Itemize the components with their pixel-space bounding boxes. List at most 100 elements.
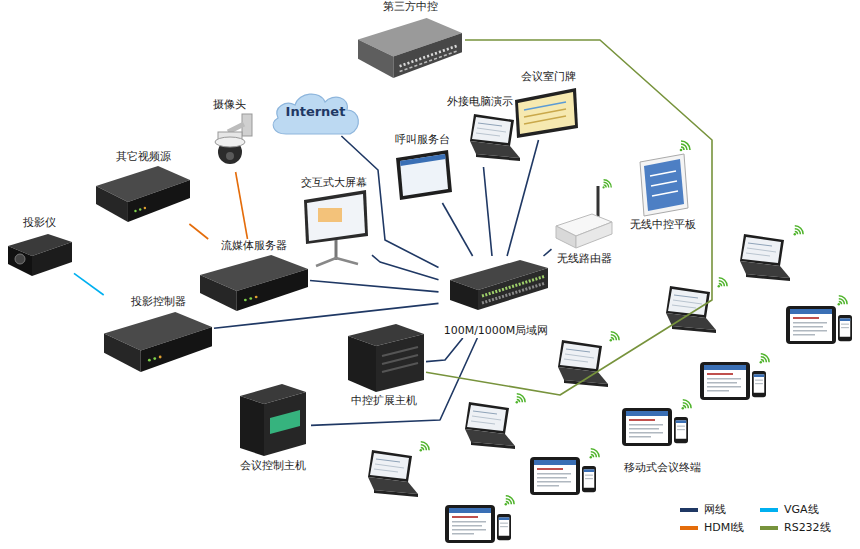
laptop-device [666,286,716,333]
tablet-device [622,408,672,446]
cable-line [341,136,438,268]
wifi-symbol [794,226,804,236]
screen-line [524,102,566,110]
cable-line [442,203,472,256]
device-label: 投影仪 [21,216,58,230]
device-node: 呼叫服务台 [390,133,455,203]
legend-swatch [680,526,698,530]
projector-controller-device [104,312,212,372]
cable-line [310,281,439,292]
host-vent [382,347,418,356]
host-vent [382,355,418,364]
legend: 网线VGA线HDMI线RS232线 [680,503,850,535]
router-side [576,222,612,248]
monitor-frame [515,88,578,138]
switch-ports [482,284,544,304]
device-label: 会议室门牌 [519,70,578,84]
board-frame [304,190,368,244]
device-node: 第三方中控 [355,0,465,80]
device-label: 交互式大屏幕 [299,176,369,190]
device-node: 移动式会议终端 [612,403,712,475]
cable-line [507,140,538,256]
device-label: 呼叫服务台 [393,133,452,147]
phone-device [838,315,852,341]
video-source-device [96,166,190,222]
screen-header [400,154,446,166]
wifi-symbol [602,180,611,189]
wifi-symbol [680,141,690,151]
interactive-board [304,190,368,266]
screen-line [524,116,566,124]
host-front [348,336,376,392]
device-label: 100M/1000M局域网 [442,324,551,338]
device-node: 摄像头 [198,98,260,172]
cable-line [74,273,104,295]
legend-item: HDMI线 [680,521,760,535]
legend-text: 网线 [704,503,726,517]
door-sign-monitor [515,88,578,138]
cable-line [311,338,477,425]
device-node: 无线路由器 [552,176,617,266]
phone-device [752,371,766,397]
conference-host [240,384,306,456]
device-node: 外接电脑演示 [438,95,522,167]
cloud-outline [273,94,358,134]
tablet-frame [640,154,688,216]
legend-text: VGA线 [784,503,819,517]
tablet-device [445,505,495,543]
wifi-symbol [760,354,770,364]
host-side [264,392,306,456]
projector-device [8,234,72,276]
camera-device [215,114,252,164]
device-label: Internet [284,105,348,119]
legend-swatch [760,508,778,512]
cable-line [544,249,552,256]
tablet-device [786,306,836,344]
board-content [318,208,342,222]
switch-side [450,280,478,310]
device-node: 投影仪 [4,216,74,280]
legend-swatch [760,526,778,530]
device-node: 中控扩展主机 [342,322,426,408]
router-antenna [597,186,600,218]
board-screen [307,194,365,241]
legend-item: VGA线 [760,503,850,517]
device-node: 会议室门牌 [510,70,586,140]
device-node: 投影控制器 [102,295,214,374]
monitor-screen [400,154,448,196]
device-label: 其它视频源 [114,150,173,164]
legend-text: HDMI线 [704,521,744,535]
router-front [556,226,576,248]
expansion-host [348,324,424,392]
laptop-device [740,234,790,281]
board-leg [316,258,336,266]
device-node: 其它视频源 [93,150,193,224]
cable-line [484,167,493,256]
screen-line [652,191,678,196]
host-vent [382,363,418,372]
device-node: 流媒体服务器 [198,239,310,312]
wireless-router [556,180,612,248]
board-leg [336,258,358,264]
device-label: 外接电脑演示 [445,95,515,109]
wifi-symbol [682,400,692,410]
wifi-symbol [838,296,848,306]
mobile-terminals [368,226,852,543]
legend-swatch [680,508,698,512]
device-label: 无线中控平板 [628,218,698,232]
service-terminal [396,150,452,200]
phone-device [497,514,511,540]
monitor-frame [396,150,452,200]
device-node: Internet [268,88,363,136]
device-label: 无线路由器 [555,252,614,266]
control-tablet [640,141,690,216]
wifi-symbol [420,442,430,452]
camera-arm [228,124,244,132]
host-display [270,410,300,434]
laptop-device [470,114,520,161]
wifi-symbol [505,496,515,506]
cable-line [426,40,712,395]
